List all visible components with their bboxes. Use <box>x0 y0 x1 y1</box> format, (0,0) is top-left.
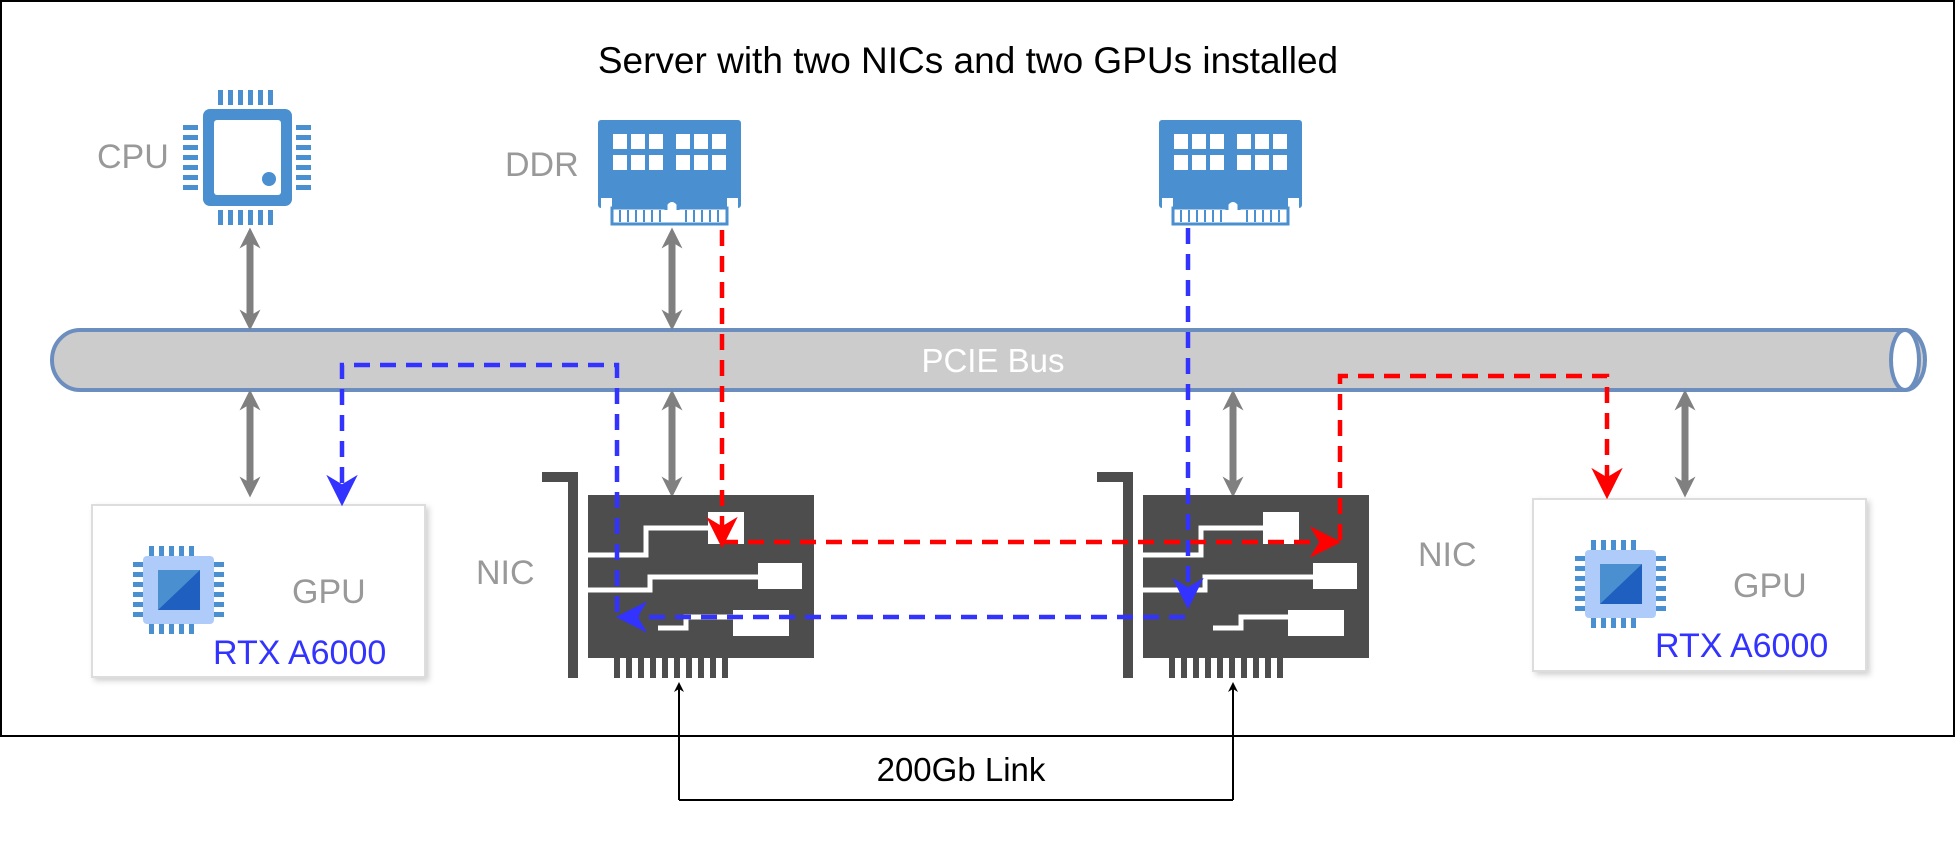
pcie-bus <box>50 328 1927 392</box>
cpu-chip-icon <box>183 90 311 225</box>
link-label: 200Gb Link <box>877 751 1046 788</box>
gpu-1-model: RTX A6000 <box>213 634 386 672</box>
ddr-label: DDR <box>505 146 579 184</box>
cpu-label: CPU <box>97 138 169 176</box>
ram-module-icon <box>1159 120 1302 226</box>
gpu-chip-icon <box>133 546 224 634</box>
nic-1-label: NIC <box>476 554 535 592</box>
gpu-2-label: GPU <box>1733 567 1807 605</box>
diagram-title: Server with two NICs and two GPUs instal… <box>598 40 1338 81</box>
pcie-bus-label: PCIE Bus <box>921 342 1064 379</box>
red-path-nic2-to-gpu2 <box>1337 373 1623 540</box>
gpu-chip-icon <box>1575 540 1666 628</box>
nic-2-label: NIC <box>1418 536 1477 574</box>
network-card-icon <box>1097 472 1369 678</box>
ram-module-icon <box>598 120 741 226</box>
gpu-1-label: GPU <box>292 573 366 611</box>
gpu-2-model: RTX A6000 <box>1655 627 1828 665</box>
